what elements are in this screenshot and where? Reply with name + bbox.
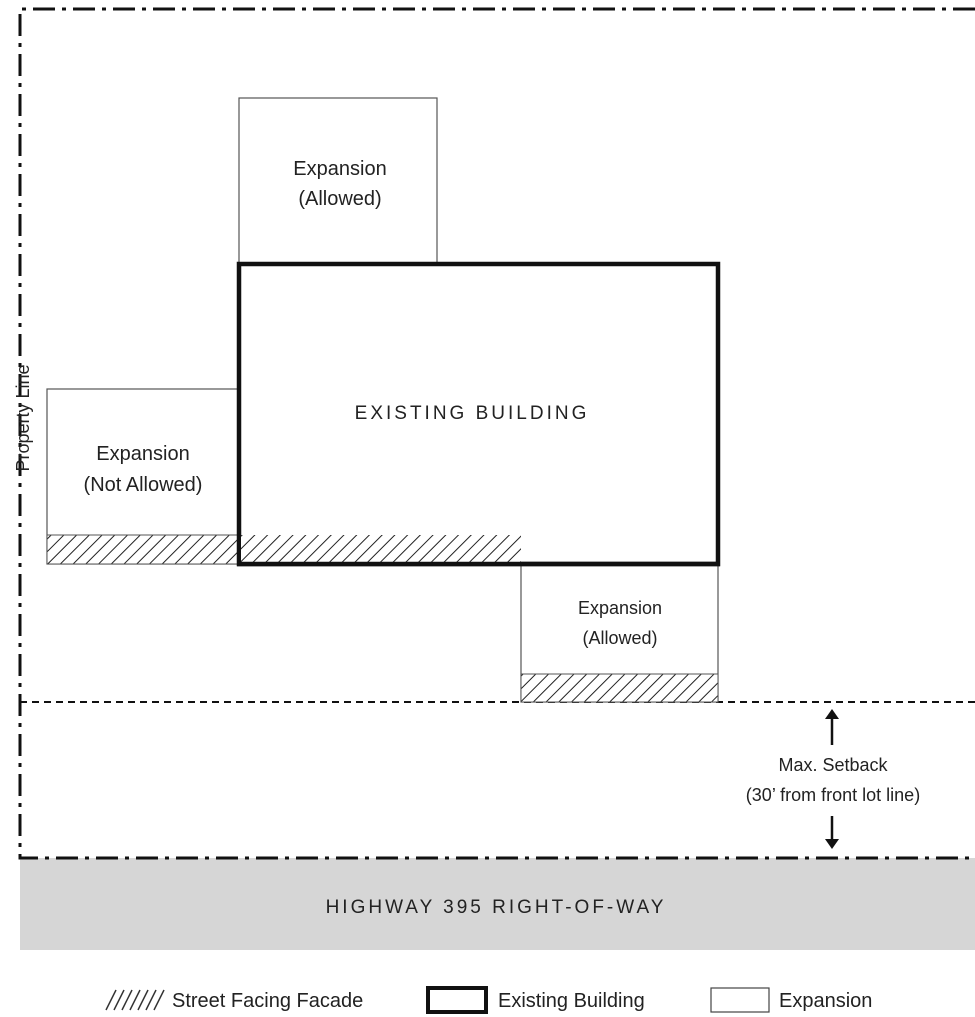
legend-existing-building-label: Existing Building <box>498 990 645 1012</box>
legend-expansion-label: Expansion <box>779 990 872 1012</box>
expansion-top-allowed <box>238 97 438 265</box>
expansion-bottom-label-2: (Allowed) <box>582 628 657 648</box>
setback-arrow-down-icon <box>825 816 839 849</box>
expansion-bottom-label-1: Expansion <box>578 598 662 618</box>
street-facing-facade-building <box>241 535 521 562</box>
street-facing-facade-bottom <box>520 673 719 703</box>
setback-label-1: Max. Setback <box>778 755 888 775</box>
highway-right-of-way <box>20 858 975 950</box>
expansion-left-label-1: Expansion <box>96 443 189 465</box>
expansion-top-label-2: (Allowed) <box>298 188 381 210</box>
existing-building <box>236 261 721 567</box>
expansion-left-label-2: (Not Allowed) <box>84 474 203 496</box>
expansion-top-label-1: Expansion <box>293 158 386 180</box>
property-line <box>18 7 975 860</box>
road-label: HIGHWAY 395 RIGHT-OF-WAY <box>326 897 667 918</box>
legend-street-facing-label: Street Facing Facade <box>172 990 363 1012</box>
setback-label-2: (30’ from front lot line) <box>746 785 920 805</box>
legend-hatch-icon <box>105 989 165 1011</box>
legend: Street Facing Facade Existing Building E… <box>105 986 872 1014</box>
legend-existing-building-swatch <box>426 986 488 1014</box>
street-facing-facade-left <box>46 534 240 565</box>
legend-expansion-swatch <box>710 987 770 1013</box>
existing-building-label: EXISTING BUILDING <box>355 403 590 424</box>
property-line-label: Property Line <box>13 364 33 471</box>
setback-arrow-up-icon <box>825 709 839 745</box>
